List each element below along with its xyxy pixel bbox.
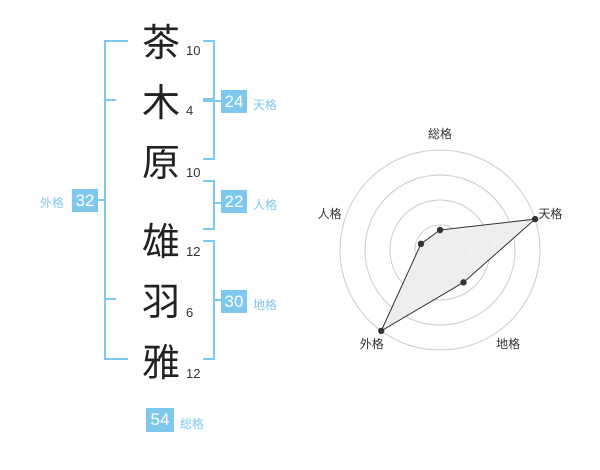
name-char-2: 木 (141, 81, 180, 125)
name-char-4: 雄 (141, 220, 180, 264)
stroke-count-4: 12 (186, 244, 201, 259)
chikaku-label: 地格 (253, 298, 278, 312)
bracket-tick (213, 202, 221, 204)
tenkaku-bracket (203, 40, 215, 100)
gaikaku-label: 外格 (40, 196, 65, 210)
stroke-count-6: 12 (186, 366, 201, 381)
soukaku-badge: 54 (146, 408, 174, 432)
stroke-count-3: 10 (186, 165, 201, 180)
radar-axis-label-5: 人格 (318, 206, 342, 221)
name-char-6: 雅 (141, 341, 180, 385)
radar-points (378, 215, 539, 335)
tenkaku-badge: 24 (221, 90, 247, 113)
radar-point-3 (460, 279, 467, 286)
radar-point-5 (417, 240, 425, 248)
name-char-5: 羽 (141, 280, 180, 324)
chikaku-badge: 30 (221, 290, 247, 313)
bracket-tick (104, 298, 116, 300)
radar-grid-ring (339, 149, 541, 351)
stroke-count-1: 10 (186, 43, 201, 58)
bracket-tick (213, 100, 221, 102)
radar-point-2 (531, 215, 539, 223)
jinkaku-bracket-lower (203, 180, 215, 230)
gaikaku-badge: 32 (72, 189, 98, 212)
bracket-tick (213, 299, 221, 301)
radar-axis-label-3: 地格 (496, 336, 520, 351)
name-char-1: 茶 (141, 21, 180, 65)
soukaku-label: 総格 (180, 417, 205, 431)
stroke-count-5: 6 (186, 305, 194, 320)
radar-axis-label-1: 総格 (428, 126, 452, 141)
tenkaku-label: 天格 (253, 98, 278, 112)
radar-point-1 (436, 226, 444, 234)
jinkaku-bracket (203, 100, 215, 160)
stroke-count-2: 4 (186, 103, 194, 118)
jinkaku-badge: 22 (221, 190, 247, 213)
gaikaku-bracket (104, 40, 128, 360)
jinkaku-label: 人格 (253, 198, 278, 212)
bracket-tick (94, 199, 104, 201)
radar-grid-ring (364, 174, 516, 326)
radar-axis-label-4: 外格 (360, 336, 384, 351)
radar-series-area (380, 218, 537, 333)
name-char-3: 原 (141, 141, 180, 185)
radar-axis-label-2: 天格 (538, 206, 562, 221)
radar-point-4 (378, 327, 385, 335)
bracket-tick (104, 99, 116, 101)
